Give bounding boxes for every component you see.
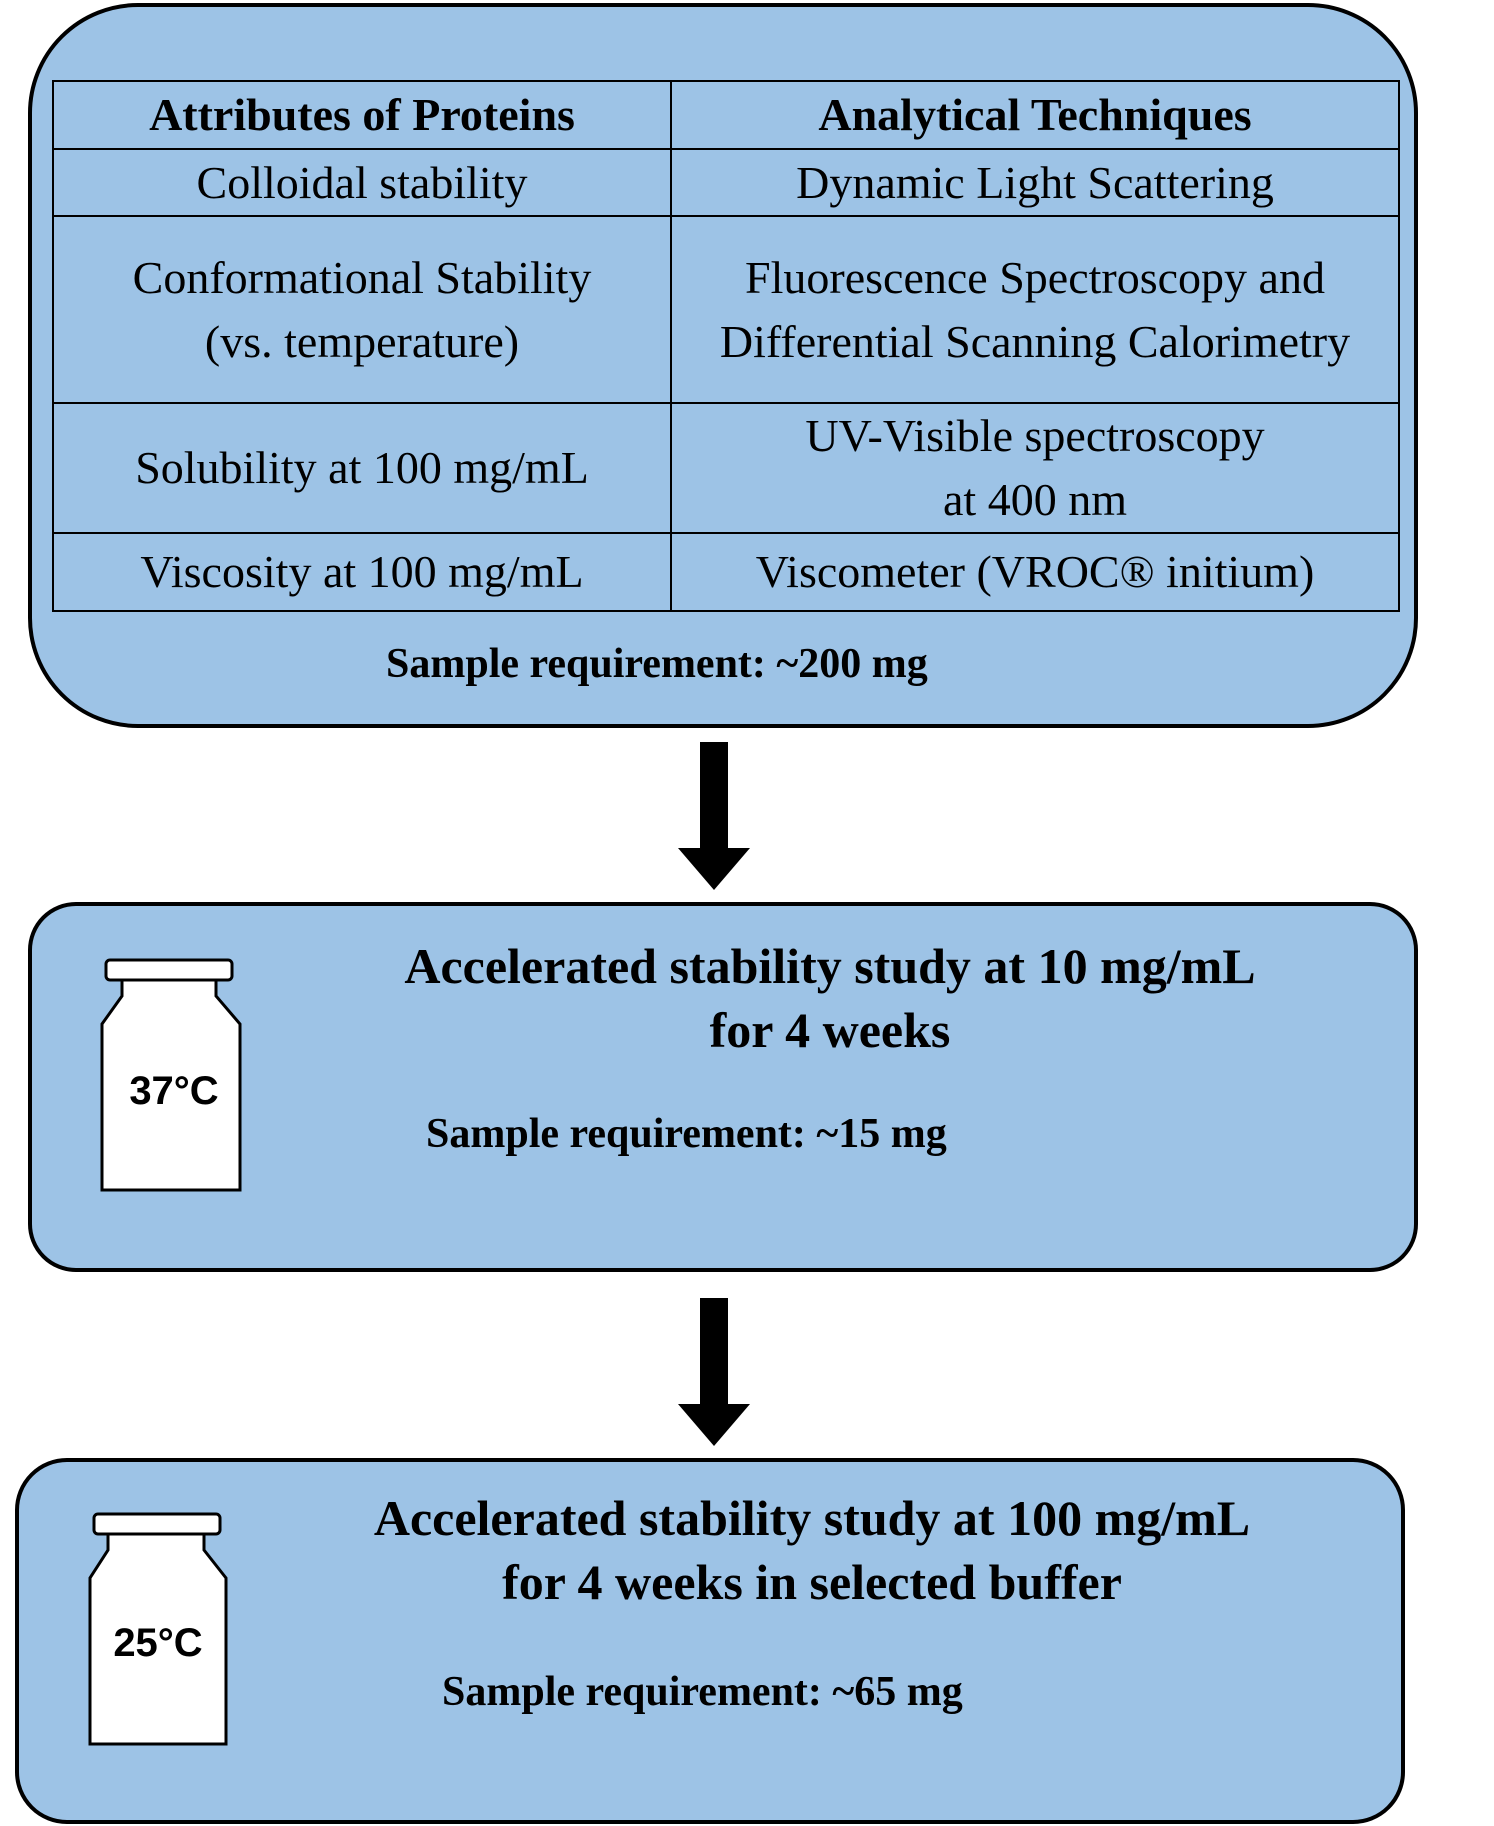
title-line: Accelerated stability study at 10 mg/mL bbox=[404, 938, 1256, 994]
cell-line: Solubility at 100 mg/mL bbox=[135, 442, 589, 493]
table-row: Conformational Stability (vs. temperatur… bbox=[52, 215, 1400, 404]
attributes-techniques-table: Attributes of Proteins Analytical Techni… bbox=[52, 80, 1400, 612]
vial-temperature-label: 25°C bbox=[113, 1621, 202, 1665]
study-title-10: Accelerated stability study at 10 mg/mL … bbox=[330, 934, 1330, 1062]
cell-line: Dynamic Light Scattering bbox=[796, 156, 1274, 208]
vial-icon: 37°C bbox=[100, 958, 242, 1192]
title-line: for 4 weeks bbox=[709, 1002, 951, 1058]
table-header-row: Attributes of Proteins Analytical Techni… bbox=[52, 80, 1400, 150]
header-techniques: Analytical Techniques bbox=[670, 80, 1400, 150]
study-title-100: Accelerated stability study at 100 mg/mL… bbox=[312, 1486, 1312, 1614]
title-line: Accelerated stability study at 100 mg/mL bbox=[373, 1490, 1251, 1546]
sample-requirement-2: Sample requirement: ~15 mg bbox=[426, 1111, 947, 1157]
technique-cell: Dynamic Light Scattering bbox=[670, 148, 1400, 217]
sample-requirement-1: Sample requirement: ~200 mg bbox=[386, 641, 928, 687]
technique-cell: Fluorescence Spectroscopy and Differenti… bbox=[670, 215, 1400, 404]
technique-cell: Viscometer (VROC® initium) bbox=[670, 532, 1400, 612]
stability-study-10-panel bbox=[28, 902, 1418, 1272]
cell-line: Differential Scanning Calorimetry bbox=[719, 315, 1351, 367]
down-arrow-icon bbox=[678, 1298, 750, 1446]
attribute-cell: Conformational Stability (vs. temperatur… bbox=[52, 215, 672, 404]
vial-icon: 25°C bbox=[88, 1512, 228, 1746]
down-arrow-icon bbox=[678, 742, 750, 890]
table-row: Solubility at 100 mg/mL UV-Visible spect… bbox=[52, 402, 1400, 534]
attribute-cell: Viscosity at 100 mg/mL bbox=[52, 532, 672, 612]
stability-study-100-panel bbox=[15, 1458, 1405, 1824]
attribute-cell: Solubility at 100 mg/mL bbox=[52, 402, 672, 534]
attribute-cell: Colloidal stability bbox=[52, 148, 672, 217]
technique-cell: UV-Visible spectroscopy at 400 nm bbox=[670, 402, 1400, 534]
title-line: for 4 weeks in selected buffer bbox=[502, 1554, 1122, 1610]
cell-line: UV-Visible spectroscopy bbox=[805, 410, 1265, 461]
cell-line: Conformational Stability bbox=[132, 251, 592, 303]
cell-line: Fluorescence Spectroscopy and bbox=[745, 251, 1325, 303]
cell-line: Viscosity at 100 mg/mL bbox=[140, 546, 584, 597]
sample-requirement-3: Sample requirement: ~65 mg bbox=[442, 1669, 963, 1715]
cell-line: (vs. temperature) bbox=[204, 315, 520, 367]
cell-line: Viscometer (VROC® initium) bbox=[755, 546, 1315, 597]
table-row: Viscosity at 100 mg/mL Viscometer (VROC®… bbox=[52, 532, 1400, 612]
cell-line: at 400 nm bbox=[943, 474, 1127, 525]
cell-line: Colloidal stability bbox=[196, 156, 528, 208]
header-attributes: Attributes of Proteins bbox=[52, 80, 672, 150]
table-row: Colloidal stability Dynamic Light Scatte… bbox=[52, 148, 1400, 217]
vial-temperature-label: 37°C bbox=[129, 1069, 218, 1113]
